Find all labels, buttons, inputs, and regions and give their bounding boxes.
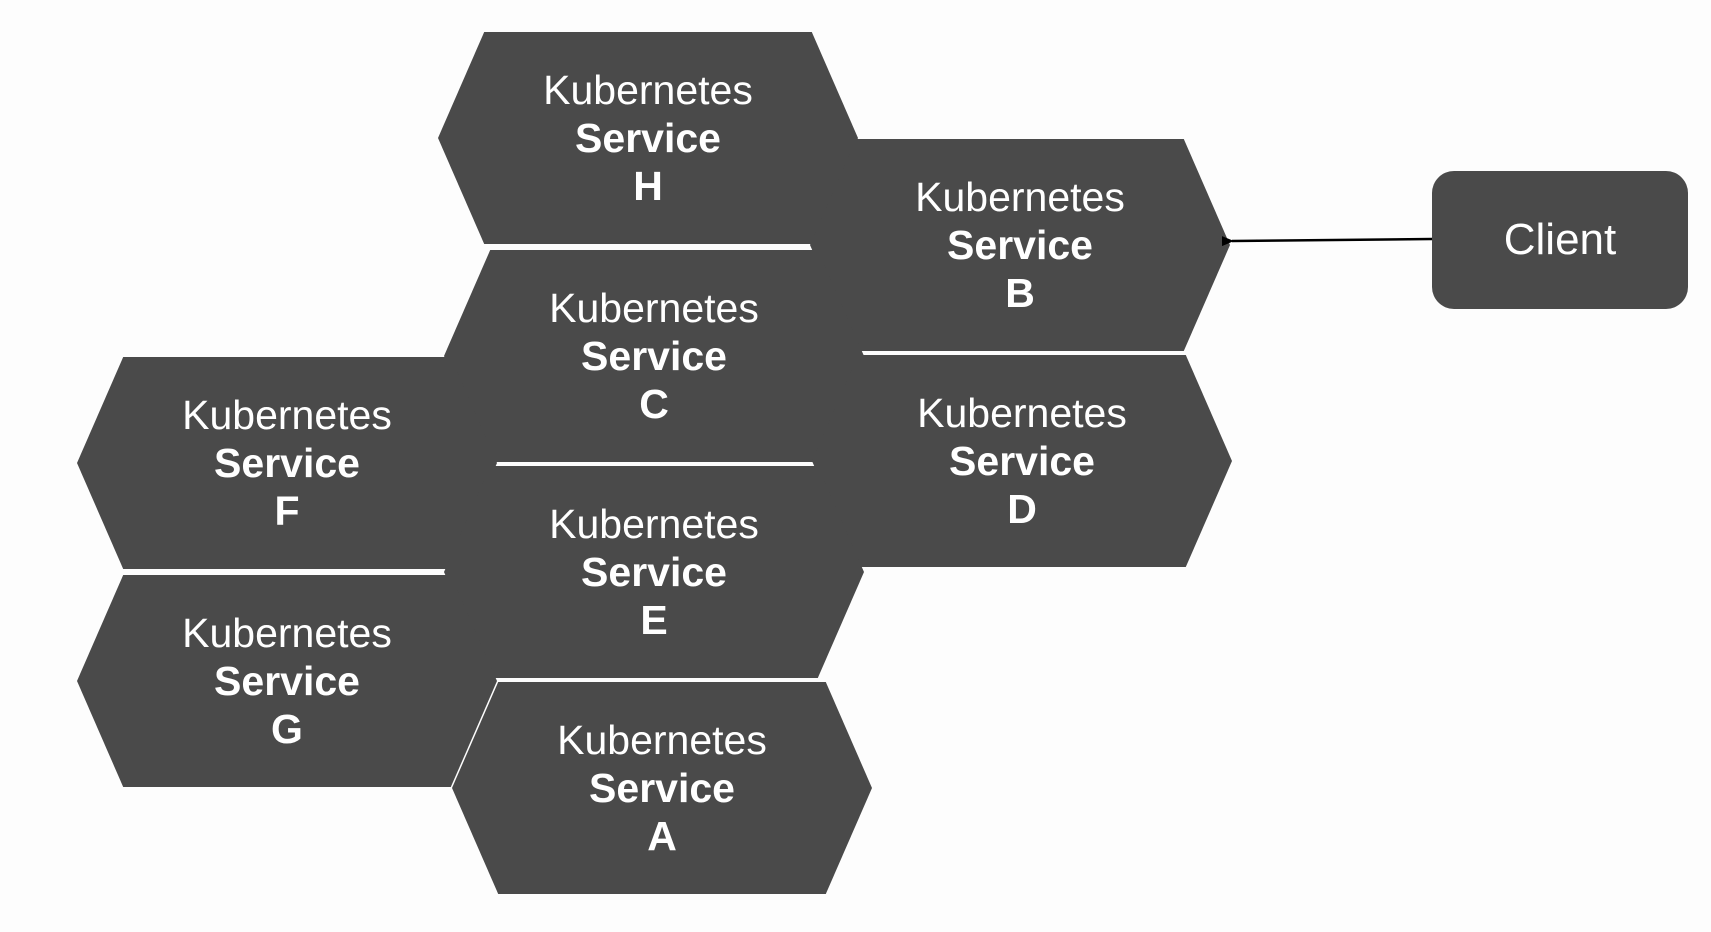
service-c-line3: C [639,381,669,427]
service-d-line3: D [1007,486,1037,532]
service-f-line3: F [274,488,300,534]
service-h-line1: Kubernetes [543,67,753,113]
service-a-line1: Kubernetes [557,717,767,763]
service-node-c: Kubernetes Service C [444,250,864,462]
service-g-line2: Service [214,658,360,704]
service-c-line2: Service [581,333,727,379]
service-h-line3: H [633,163,663,209]
service-g-line3: G [271,706,303,752]
service-node-g: Kubernetes Service G [77,575,497,787]
service-e-line2: Service [581,549,727,595]
service-e-line1: Kubernetes [549,501,759,547]
service-f-line2: Service [214,440,360,486]
client-node: Client [1432,171,1688,309]
service-d-line1: Kubernetes [917,390,1127,436]
service-f-line1: Kubernetes [182,392,392,438]
service-c-line1: Kubernetes [549,285,759,331]
service-d-line2: Service [949,438,1095,484]
service-node-e: Kubernetes Service E [444,466,864,678]
service-b-line1: Kubernetes [915,174,1125,220]
service-node-b: Kubernetes Service B [810,139,1230,351]
service-g-line1: Kubernetes [182,610,392,656]
service-node-d: Kubernetes Service D [812,355,1232,567]
service-b-line3: B [1005,270,1035,316]
service-node-h: Kubernetes Service H [438,32,858,244]
service-e-line3: E [640,597,668,643]
service-b-line2: Service [947,222,1093,268]
service-node-f: Kubernetes Service F [77,357,497,569]
service-a-line3: A [647,813,677,859]
service-h-line2: Service [575,115,721,161]
client-label: Client [1503,215,1617,264]
service-a-line2: Service [589,765,735,811]
arrow-line [1221,236,1433,247]
service-node-a: Kubernetes Service A [452,682,872,894]
